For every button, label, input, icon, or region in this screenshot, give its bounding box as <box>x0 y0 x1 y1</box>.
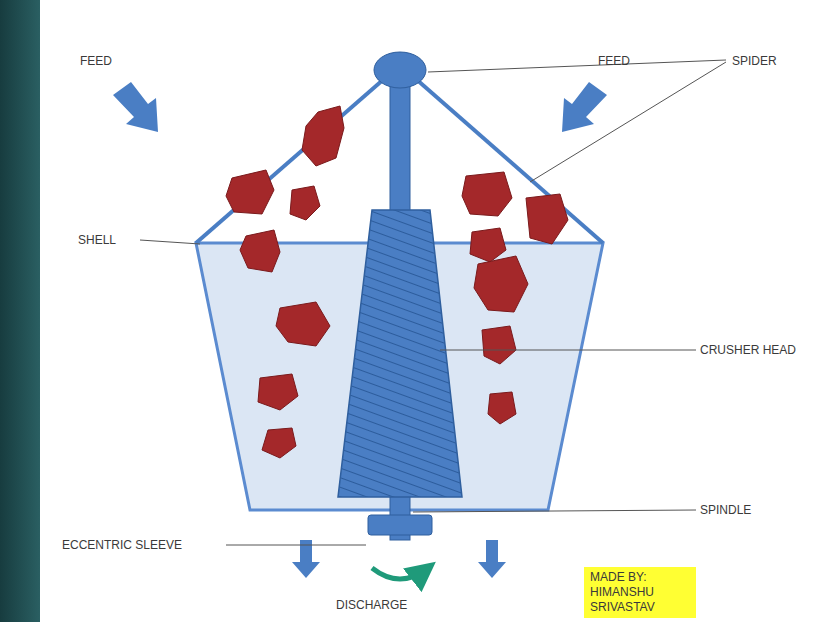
part-label: SPINDLE <box>700 503 751 517</box>
leader-lines <box>140 60 726 545</box>
credit-text: MADE BY: HIMANSHU SRIVASTAV <box>590 570 690 615</box>
feed-label: FEED <box>80 54 112 68</box>
part-label: SHELL <box>78 233 116 247</box>
part-label: CRUSHER HEAD <box>700 343 796 357</box>
feed-label: FEED <box>598 54 630 68</box>
side-stripe <box>0 0 40 622</box>
discharge-arrow <box>292 540 320 578</box>
crusher-head <box>338 210 462 497</box>
part-label: SPIDER <box>732 54 777 68</box>
discharge-arrow <box>478 540 506 578</box>
spider-arm <box>196 72 392 243</box>
eccentric-sleeve <box>368 515 432 535</box>
credit-box: MADE BY: HIMANSHU SRIVASTAV <box>584 567 696 618</box>
feed-arrow <box>562 82 607 132</box>
rotation-arrow <box>372 568 428 579</box>
spider-arm <box>408 72 603 243</box>
feed-arrow <box>113 82 158 132</box>
part-label: DISCHARGE <box>336 598 407 612</box>
part-label: ECCENTRIC SLEEVE <box>62 538 182 552</box>
spider-cap <box>374 52 426 88</box>
